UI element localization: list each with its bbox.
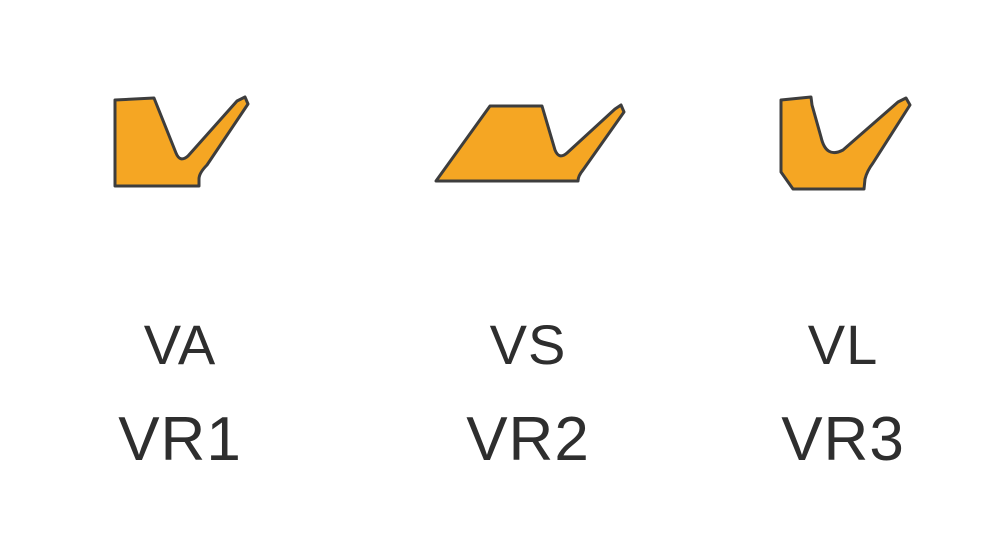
va-alt-label: VR1 [118, 405, 242, 474]
profile-column-vl: VL VR3 [683, 0, 1000, 475]
profile-column-va: VA VR1 [20, 0, 340, 475]
vs-seal-profile-path [434, 103, 625, 183]
vs-shape-area [368, 0, 688, 285]
vs-alt-label: VR2 [466, 405, 590, 474]
vl-alt-label: VR3 [781, 405, 905, 474]
vl-seal-profile-icon [779, 95, 911, 190]
vs-type-label: VS [489, 313, 567, 376]
vl-shape-area [683, 0, 1000, 285]
va-seal-profile-icon [113, 95, 250, 187]
profile-column-vs: VS VR2 [368, 0, 688, 475]
va-seal-profile-path [113, 95, 250, 187]
vl-type-label: VL [807, 313, 879, 376]
va-shape-area [20, 0, 340, 285]
vl-seal-profile-path [779, 95, 911, 190]
vs-seal-profile-icon [434, 103, 625, 183]
va-type-label: VA [143, 313, 217, 376]
